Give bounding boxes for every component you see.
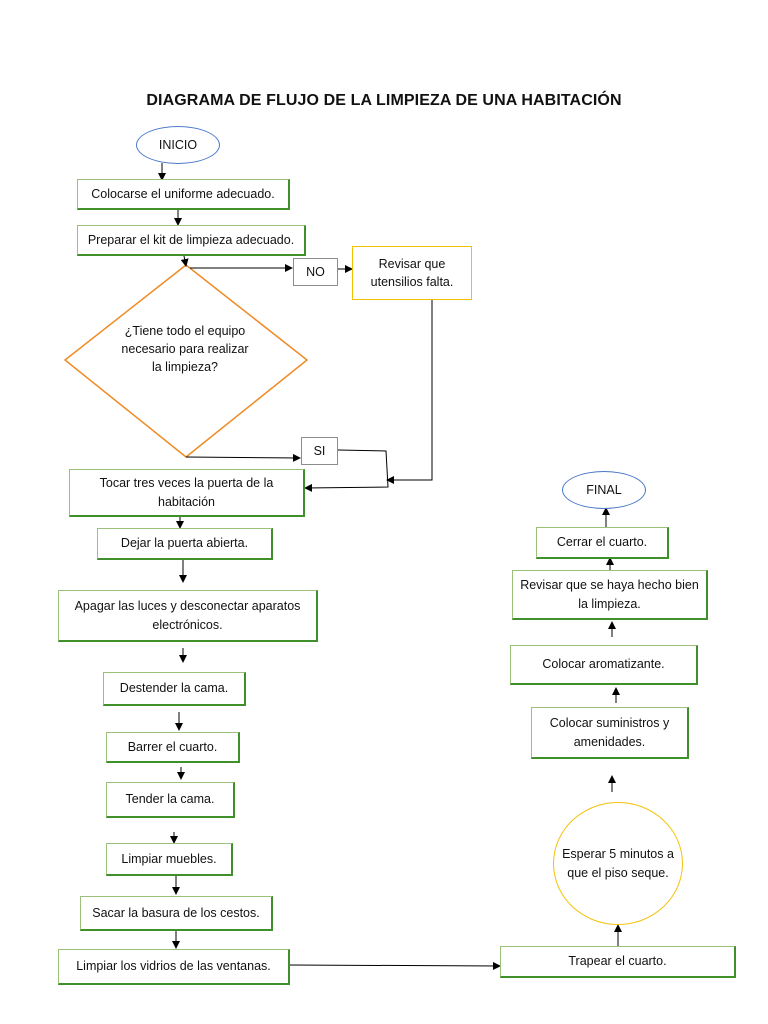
step-dejar-puerta: Dejar la puerta abierta. <box>97 528 273 560</box>
arrow-vidrios-trapear <box>289 961 501 970</box>
step-revisar-utensilios: Revisar que utensilios falta. <box>352 246 472 300</box>
step-revisar-limpieza: Revisar que se haya hecho bien la limpie… <box>512 570 708 620</box>
step-kit: Preparar el kit de limpieza adecuado. <box>77 225 306 256</box>
label-si: SI <box>301 437 338 465</box>
decision-text: ¿Tiene todo el equipo necesario para rea… <box>121 324 249 375</box>
step-destender: Destender la cama. <box>103 672 246 706</box>
step-muebles: Limpiar muebles. <box>106 843 233 876</box>
step-barrer: Barrer el cuarto. <box>106 732 240 763</box>
step-trapear: Trapear el cuarto. <box>500 946 736 978</box>
line-si-merge <box>304 449 389 492</box>
step-apagar-luces: Apagar las luces y desconectar aparatos … <box>58 590 318 642</box>
arrow-decision-si <box>185 453 301 462</box>
step-vidrios: Limpiar los vidrios de las ventanas. <box>58 949 290 985</box>
start-terminal: INICIO <box>136 126 220 164</box>
label-no: NO <box>293 258 338 286</box>
step-suministros: Colocar suministros y amenidades. <box>531 707 689 759</box>
page-title: DIAGRAMA DE FLUJO DE LA LIMPIEZA DE UNA … <box>146 92 622 109</box>
step-tender: Tender la cama. <box>106 782 235 818</box>
line-revisar-return <box>386 298 433 484</box>
step-uniforme: Colocarse el uniforme adecuado. <box>77 179 290 210</box>
arrow-kit-decision <box>180 255 189 267</box>
step-cerrar: Cerrar el cuarto. <box>536 527 669 559</box>
step-aromatizante: Colocar aromatizante. <box>510 645 698 685</box>
end-terminal: FINAL <box>562 471 646 509</box>
step-esperar: Esperar 5 minutos a que el piso seque. <box>553 802 683 925</box>
step-tocar-puerta: Tocar tres veces la puerta de la habitac… <box>69 469 305 517</box>
step-basura: Sacar la basura de los cestos. <box>80 896 273 931</box>
